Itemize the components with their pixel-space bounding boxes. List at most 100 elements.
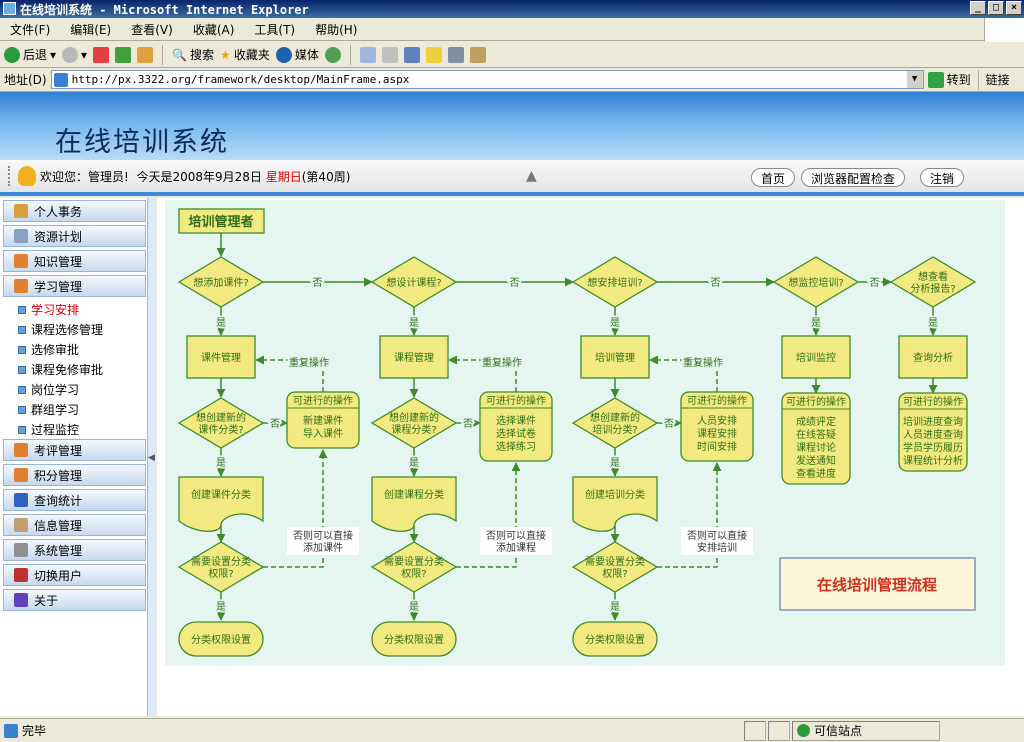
decision-label: 想创建新的 [590,411,640,424]
grip-handle [8,166,12,186]
menu-file[interactable]: 文件(F) [10,22,51,37]
collapse-header-icon[interactable]: ▲ [526,168,537,184]
yes-label: 是 [610,601,620,613]
no-label: 否 [463,418,473,430]
history-icon[interactable] [324,46,341,63]
search-button[interactable]: 🔍搜索 [172,46,214,63]
links-button[interactable]: 链接 [985,73,1010,87]
menu-tools[interactable]: 工具(T) [254,22,296,37]
sidebar-subitem[interactable]: 课程选修管理 [18,321,103,338]
training-flowchart: 培训管理者想添加课件?否是课件管理想创建新的课件分类?否可进行的操作新建课件导入… [157,198,1024,716]
security-zone: 可信站点 [792,720,940,741]
group-label: 关于 [34,593,59,608]
zone-text: 可信站点 [814,724,863,738]
group-label: 资源计划 [34,229,83,244]
group-icon [14,518,28,532]
address-dropdown-button[interactable]: ▼ [906,71,923,88]
stop-icon[interactable] [93,46,110,63]
sidebar-group-10[interactable]: 关于 [3,589,146,611]
sidebar-subitem[interactable]: 岗位学习 [18,381,79,398]
go-button[interactable]: 转到 [927,71,971,88]
page-status-icon [4,723,18,738]
menu-edit[interactable]: 编辑(E) [70,22,112,37]
operation-item: 人员进度查询 [903,428,963,441]
menu-bar: 文件(F) 编辑(E) 查看(V) 收藏(A) 工具(T) 帮助(H) [0,18,1024,41]
group-label: 积分管理 [34,468,83,483]
sidebar-group-2[interactable]: 知识管理 [3,250,146,272]
logout-button[interactable]: 注销 [920,168,965,187]
favorites-label: 收藏夹 [233,48,270,62]
decision-label: 课件分类? [198,423,243,436]
toolbar-divider [977,69,979,90]
sidebar-group-5[interactable]: 积分管理 [3,464,146,486]
end-label: 分类权限设置 [384,633,444,646]
subitem-label: 课程免修审批 [31,363,104,377]
menu-view[interactable]: 查看(V) [131,22,173,37]
sidebar-group-4[interactable]: 考评管理 [3,439,146,461]
favorites-button[interactable]: ★收藏夹 [220,46,270,63]
sidebar-group-6[interactable]: 查询统计 [3,489,146,511]
decision-label: 想创建新的 [389,411,439,424]
forward-button[interactable]: ▾ [62,46,87,63]
refresh-icon[interactable] [115,46,132,63]
collapse-sidebar-icon[interactable]: ◀ [148,453,155,463]
decision-label: 需要设置分类 [384,555,444,568]
document-label: 创建课件分类 [191,488,251,501]
week-number-text: (第40周) [301,169,351,184]
note-text: 否则可以直接 [293,529,353,542]
sidebar-group-3[interactable]: 学习管理 [3,275,146,297]
browser-check-button[interactable]: 浏览器配置检查 [801,168,906,187]
repeat-arrow [649,355,718,392]
bullet-icon [18,405,26,414]
edit-icon[interactable] [403,46,420,63]
decision-label: 培训分类? [592,423,637,436]
mail-icon[interactable] [359,46,376,63]
sidebar-group-1[interactable]: 资源计划 [3,225,146,247]
sidebar-subitem[interactable]: 学习安排 [18,301,79,318]
address-input[interactable]: http://px.3322.org/framework/desktop/Mai… [50,70,924,89]
address-label: 地址(D) [4,73,47,87]
group-label: 学习管理 [34,279,83,294]
minimize-button[interactable]: _ [970,1,986,15]
sidebar-subitem[interactable]: 过程监控 [18,421,79,438]
sidebar-group-9[interactable]: 切换用户 [3,564,146,586]
media-button[interactable]: 媒体 [275,46,319,63]
sidebar-group-0[interactable]: 个人事务 [3,200,146,222]
menu-help[interactable]: 帮助(H) [315,22,358,37]
home-icon[interactable] [137,46,154,63]
back-button[interactable]: 后退 ▾ [4,46,56,63]
research-icon[interactable] [469,46,486,63]
no-label: 否 [711,277,721,289]
group-icon [14,279,28,293]
repeat-label: 重复操作 [289,356,329,369]
operation-item: 课程统计分析 [903,454,963,467]
close-button[interactable]: × [1006,1,1022,15]
discuss-icon[interactable] [425,46,442,63]
sidebar-subitem[interactable]: 群组学习 [18,401,79,418]
sidebar-group-8[interactable]: 系统管理 [3,539,146,561]
decision-label: 课程分类? [391,423,436,436]
group-label: 切换用户 [34,568,83,583]
sidebar-splitter[interactable]: ◀ [147,198,156,716]
print-icon[interactable] [381,46,398,63]
repeat-arrow [255,355,324,392]
banner: 在线培训系统 [0,92,1024,160]
bullet-icon [18,305,26,314]
messenger-icon[interactable] [447,46,464,63]
operation-item: 人员安排 [697,414,737,427]
sidebar-group-7[interactable]: 信息管理 [3,514,146,536]
yes-label: 是 [216,457,226,469]
sidebar-subitem[interactable]: 课程免修审批 [18,361,103,378]
menu-favorites[interactable]: 收藏(A) [192,22,235,37]
ie-app-icon [3,2,16,15]
sidebar-subitem[interactable]: 选修审批 [18,341,79,358]
toolbar-divider [162,44,164,65]
flowchart-panel: 培训管理者想添加课件?否是课件管理想创建新的课件分类?否可进行的操作新建课件导入… [157,198,1024,716]
maximize-button[interactable]: □ [988,1,1004,15]
status-bar: 完毕 可信站点 [0,718,1024,742]
home-page-button[interactable]: 首页 [751,168,796,187]
search-icon: 🔍 [172,47,188,62]
media-label: 媒体 [294,48,319,62]
legend-title: 在线培训管理流程 [817,576,937,594]
management-box [781,335,851,379]
